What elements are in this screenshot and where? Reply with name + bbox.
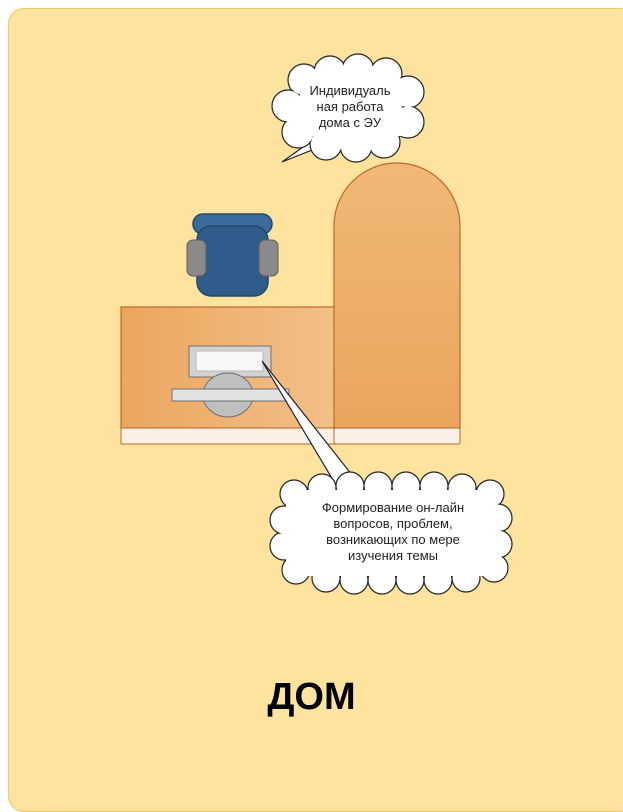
page-title: ДОМ xyxy=(0,676,623,719)
tall-cabinet-icon xyxy=(334,163,460,444)
callout-individual-work: Индивидуаль ная работа дома с ЭУ xyxy=(290,83,410,131)
computer-monitor-icon xyxy=(189,346,271,377)
keyboard-icon xyxy=(172,389,289,401)
callout-online-questions: Формирование он-лайн вопросов, проблем, … xyxy=(288,500,498,564)
office-chair-icon xyxy=(187,214,278,296)
